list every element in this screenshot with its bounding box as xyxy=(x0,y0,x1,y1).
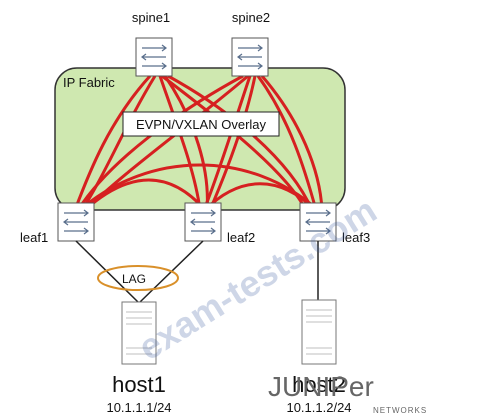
host1-server xyxy=(121,301,157,365)
link-leaf1-host1 xyxy=(75,240,139,303)
leaf2-switch xyxy=(184,202,222,242)
host2-server-body xyxy=(301,299,337,365)
link-spine2-leaf1-a xyxy=(76,74,244,211)
link-spine1-leaf1-a xyxy=(73,74,152,211)
leaf3-switch xyxy=(299,202,337,242)
link-spine1-leaf3-a xyxy=(167,74,314,211)
spine2-switch xyxy=(231,37,269,77)
leaf3-label: leaf3 xyxy=(342,230,370,245)
watermark: exam-tests.com xyxy=(131,189,384,368)
host2-ip: 10.1.1.2/24 xyxy=(286,400,351,415)
link-spine2-leaf2-a xyxy=(202,75,252,211)
link-spine2-leaf3-b xyxy=(260,75,324,211)
link-spine1-leaf2-b xyxy=(163,75,209,211)
overlay-label: EVPN/VXLAN Overlay xyxy=(136,117,267,132)
ip-fabric-label: IP Fabric xyxy=(63,75,115,90)
switch-arrows-icon xyxy=(305,209,331,235)
switch-arrows-icon xyxy=(63,209,89,235)
link-spine2-leaf2-b xyxy=(208,75,257,211)
switch-arrows-icon xyxy=(190,209,216,235)
overlay-label-box xyxy=(122,111,280,137)
link-spine1-leaf1-b xyxy=(80,75,157,211)
lag-label: LAG xyxy=(122,272,146,286)
spine1-switch xyxy=(135,37,173,77)
host1-ip: 10.1.1.1/24 xyxy=(106,400,171,415)
juniper-logo-sub: NETWORKS xyxy=(373,406,427,415)
link-spine2-leaf3-a xyxy=(256,75,318,211)
arc-leaf1-leaf3 xyxy=(79,163,319,212)
host2-name: host2 xyxy=(292,372,346,397)
spine1-label: spine1 xyxy=(132,10,170,25)
switch-arrows-icon xyxy=(141,44,167,70)
leaf1-switch xyxy=(57,202,95,242)
spine2-label: spine2 xyxy=(232,10,270,25)
leaf2-label: leaf2 xyxy=(227,230,255,245)
juniper-logo: JUNIPer xyxy=(268,371,374,402)
host2-server xyxy=(301,299,337,365)
leaf1-label: leaf1 xyxy=(20,230,48,245)
host1-name: host1 xyxy=(112,372,166,397)
fabric-links xyxy=(73,74,324,212)
arc-leaf1-leaf2 xyxy=(84,178,207,212)
link-spine1-leaf2-a xyxy=(158,75,202,211)
switch-arrows-icon xyxy=(237,44,263,70)
lag-ellipse xyxy=(97,265,179,291)
